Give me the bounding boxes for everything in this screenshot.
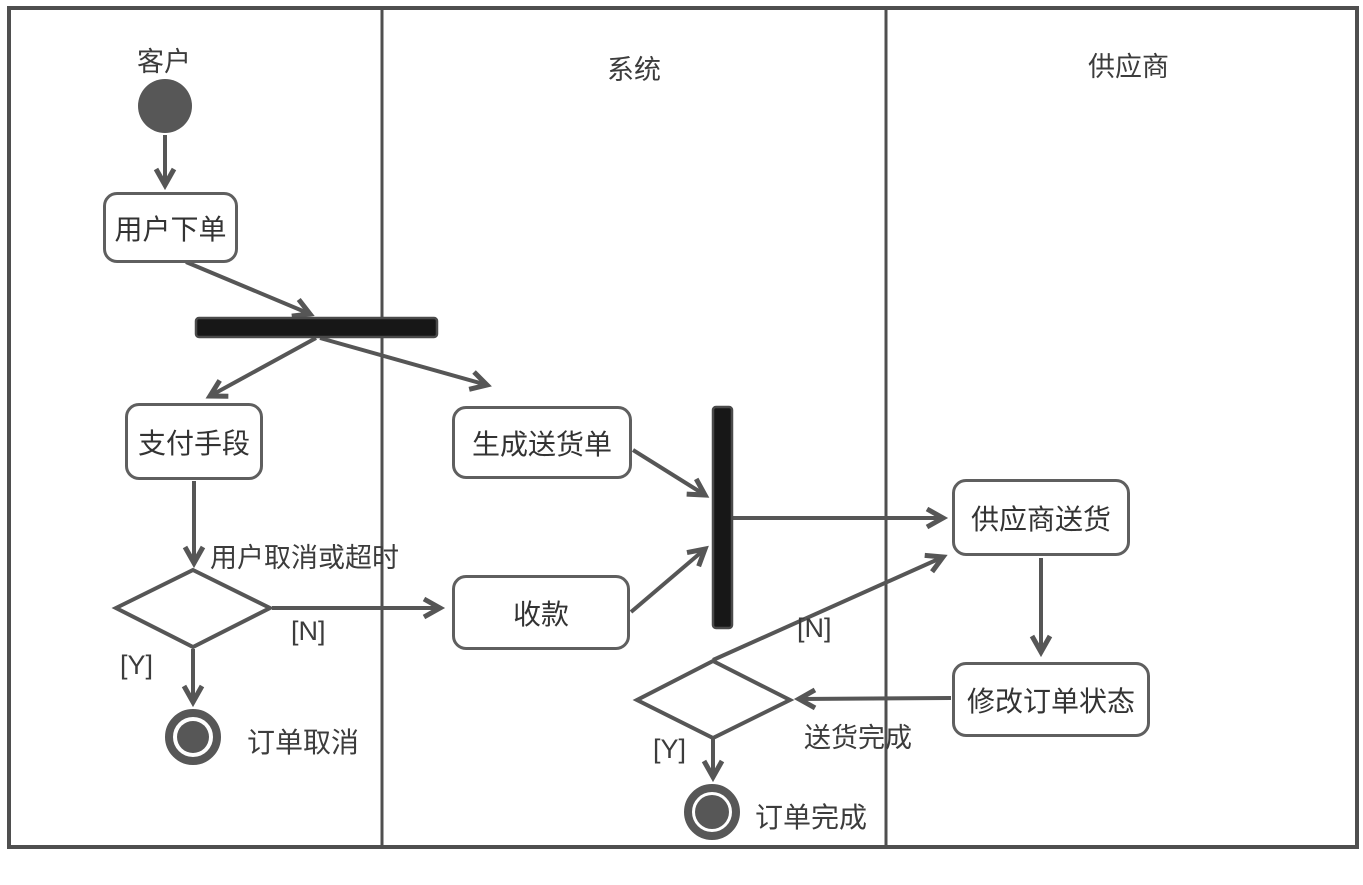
activity-generate-delivery-note: 生成送货单 bbox=[452, 406, 632, 479]
edge-update-status-to-decision2 bbox=[793, 687, 952, 711]
edge-collect-to-join bbox=[629, 545, 709, 614]
activity-supplier-delivery: 供应商送货 bbox=[952, 479, 1130, 556]
fork-bar bbox=[194, 316, 439, 339]
label-order-cancelled: 订单取消 bbox=[247, 727, 360, 758]
decision-diamond-1 bbox=[111, 567, 275, 650]
guard-label-n1: [N] bbox=[291, 616, 326, 646]
edge-decision2-no-to-supplier-delivery bbox=[712, 552, 948, 662]
end-node-order-cancelled bbox=[165, 709, 221, 765]
guard-label-y2: [Y] bbox=[653, 734, 687, 764]
end-node-order-completed bbox=[684, 784, 740, 840]
activity-update-order-status: 修改订单状态 bbox=[952, 662, 1150, 737]
join-bar bbox=[711, 405, 734, 630]
decision-diamond-2 bbox=[632, 658, 795, 741]
diagram-border bbox=[7, 6, 1359, 849]
activity-place-order: 用户下单 bbox=[103, 192, 238, 263]
lane-title-system: 系统 bbox=[607, 55, 661, 85]
lane-title-supplier: 供应商 bbox=[1088, 52, 1169, 82]
edge-fork-to-generate-note bbox=[319, 336, 492, 392]
start-node bbox=[138, 79, 192, 133]
edge-fork-to-payment bbox=[205, 336, 317, 399]
guard-label-delivery-done: 送货完成 bbox=[804, 723, 912, 753]
guard-label-y1: [Y] bbox=[120, 650, 154, 680]
edge-place-order-to-fork bbox=[185, 260, 315, 319]
guard-label-cancel-or-timeout: 用户取消或超时 bbox=[210, 543, 399, 573]
guard-label-n2: [N] bbox=[797, 613, 832, 643]
activity-payment-method: 支付手段 bbox=[125, 403, 263, 480]
activity-collect-payment: 收款 bbox=[452, 575, 630, 650]
lane-title-customer: 客户 bbox=[137, 47, 191, 77]
edge-generate-note-to-join bbox=[631, 448, 710, 498]
label-order-completed: 订单完成 bbox=[755, 802, 868, 833]
